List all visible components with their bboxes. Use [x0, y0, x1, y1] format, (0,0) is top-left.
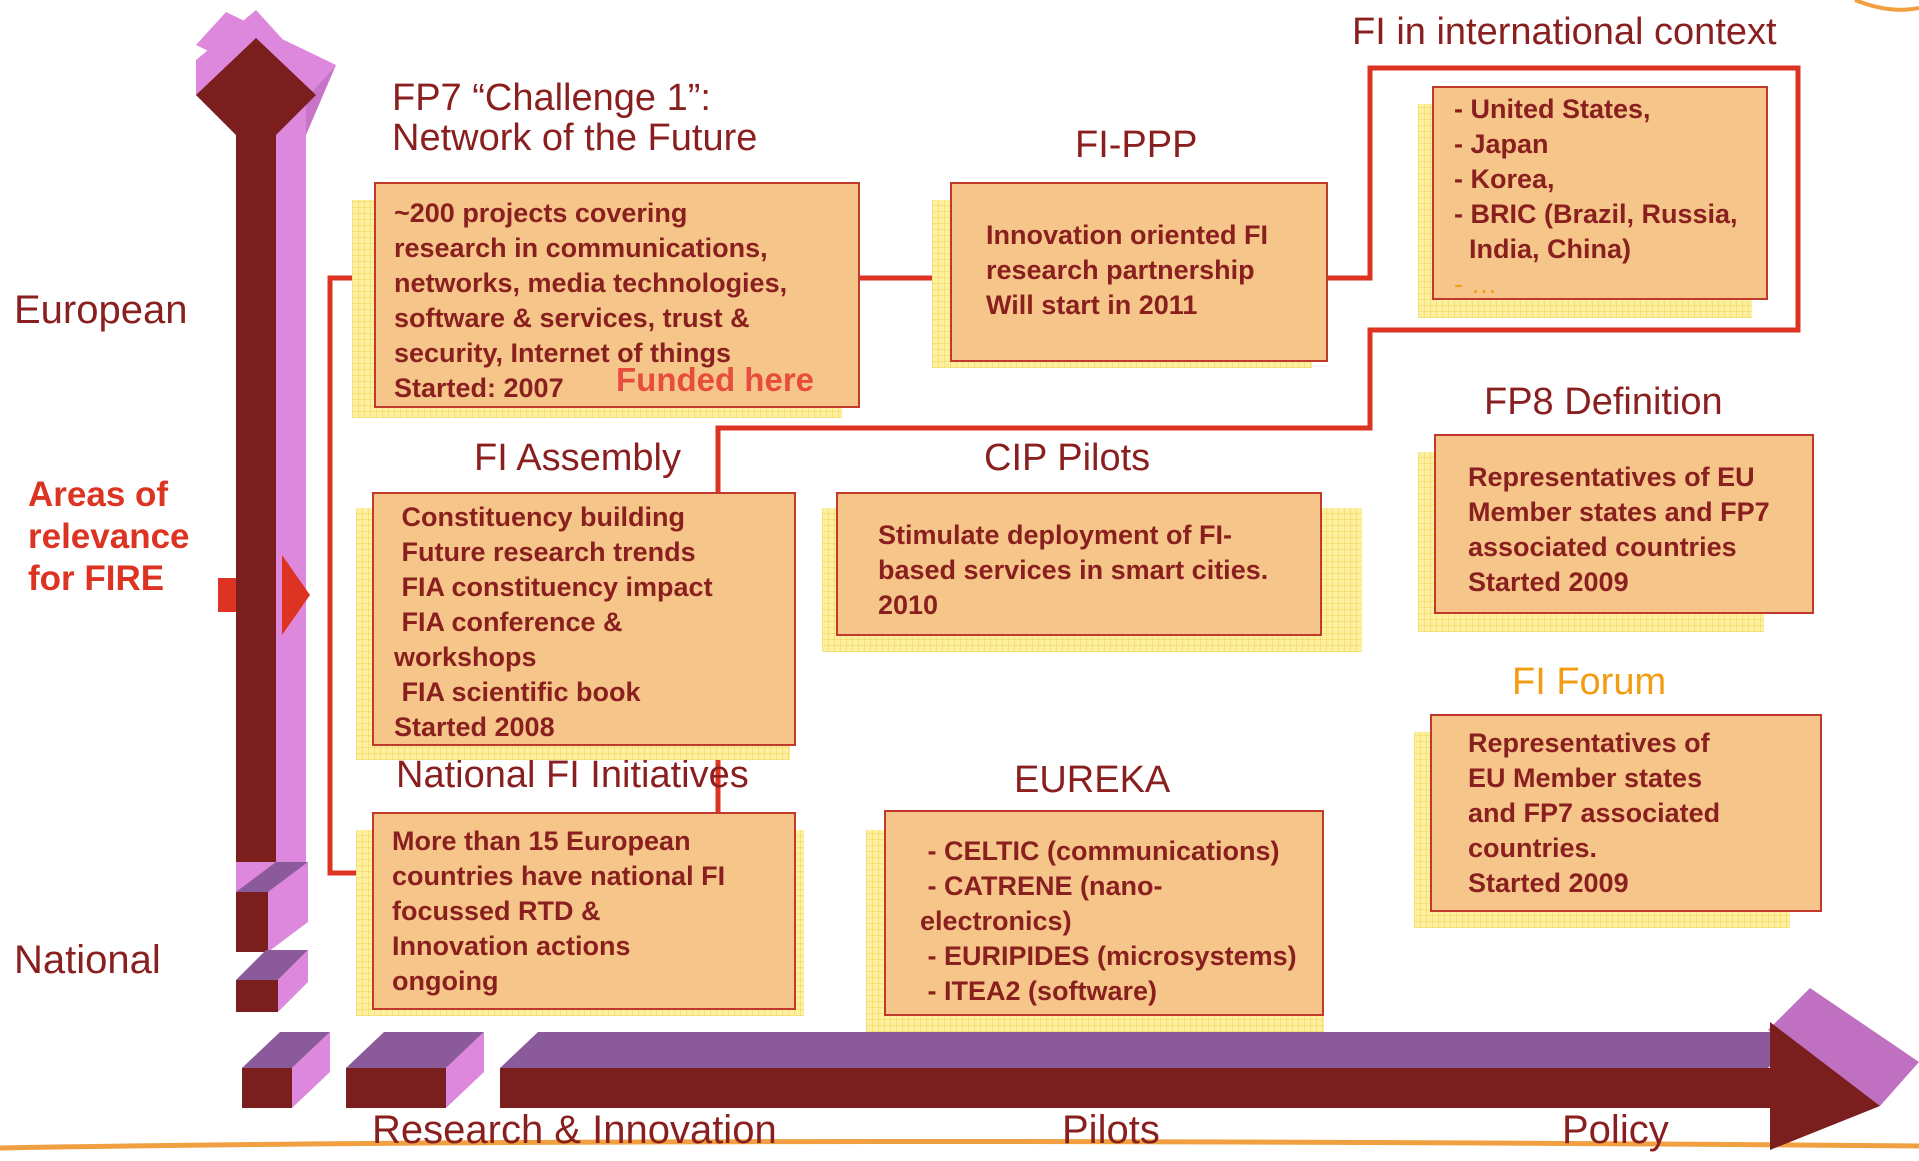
national-line: Innovation actions — [392, 931, 631, 961]
eureka-box: - CELTIC (communications) - CATRENE (nan… — [884, 810, 1324, 1016]
eureka-line: - ITEA2 (software) — [920, 976, 1158, 1006]
heading-fp7: FP7 “Challenge 1”: Network of the Future — [392, 78, 757, 158]
cip-line: 2010 — [878, 590, 939, 620]
heading-fp7-line1: FP7 “Challenge 1”: — [392, 77, 711, 119]
axis-label-policy: Policy — [1562, 1108, 1669, 1152]
eureka-line: - CATRENE (nano- — [920, 871, 1163, 901]
focus-label-line: relevance — [28, 517, 190, 556]
fp7-line: Started: 2007 — [394, 373, 564, 403]
fp8-line: Member states and FP7 — [1468, 497, 1770, 527]
assembly-line: Future research trends — [394, 537, 696, 567]
axis-label-national: National — [14, 938, 161, 982]
national-line: ongoing — [392, 966, 499, 996]
heading-fippp: FI-PPP — [1075, 124, 1198, 166]
eureka-line: - CELTIC (communications) — [920, 836, 1280, 866]
heading-forum: FI Forum — [1512, 661, 1667, 703]
horizontal-axis-arrow — [242, 988, 1919, 1150]
fp8-box: Representatives of EU Member states and … — [1434, 434, 1814, 614]
assembly-line: Constituency building — [394, 502, 686, 532]
focus-label: Areas of relevance for FIRE — [28, 474, 190, 600]
forum-line: countries. — [1468, 833, 1598, 863]
heading-fp8: FP8 Definition — [1484, 381, 1723, 423]
intl-line: - United States, — [1454, 94, 1651, 124]
forum-box: Representatives of EU Member states and … — [1430, 714, 1822, 912]
axis-label-pilots: Pilots — [1062, 1108, 1160, 1152]
national-box: More than 15 European countries have nat… — [372, 812, 796, 1010]
heading-eureka: EUREKA — [1014, 759, 1171, 801]
focus-label-line: for FIRE — [28, 559, 165, 598]
eureka-line: electronics) — [920, 906, 1072, 936]
vertical-axis-arrow — [196, 10, 336, 935]
assembly-box: Constituency building Future research tr… — [372, 492, 796, 746]
intl-line: - Korea, — [1454, 164, 1555, 194]
fp8-line: Representatives of EU — [1468, 462, 1755, 492]
fippp-line: Will start in 2011 — [986, 290, 1198, 320]
eureka-line: - EURIPIDES (microsystems) — [920, 941, 1297, 971]
national-line: More than 15 European — [392, 826, 691, 856]
assembly-line: FIA constituency impact — [394, 572, 713, 602]
heading-intl: FI in international context — [1352, 11, 1777, 53]
heading-national: National FI Initiatives — [396, 754, 749, 796]
heading-cip: CIP Pilots — [984, 437, 1151, 479]
vertical-blocks — [236, 862, 308, 1012]
fp8-line: Started 2009 — [1468, 567, 1629, 597]
fp7-line: security, Internet of things — [394, 338, 732, 368]
intl-line: - Japan — [1454, 129, 1549, 159]
fippp-line: Innovation oriented FI — [986, 220, 1268, 250]
fp7-line: software & services, trust & — [394, 303, 750, 333]
intl-line: - … — [1454, 269, 1498, 299]
assembly-line: FIA scientific book — [394, 677, 641, 707]
forum-line: and FP7 associated — [1468, 798, 1721, 828]
intl-line: - BRIC (Brazil, Russia, — [1454, 199, 1738, 229]
fp7-line: networks, media technologies, — [394, 268, 788, 298]
national-line: focussed RTD & — [392, 896, 601, 926]
fp7-line: ~200 projects covering — [394, 198, 688, 228]
forum-line: Representatives of — [1468, 728, 1710, 758]
intl-line: India, China) — [1454, 234, 1632, 264]
assembly-line: FIA conference & — [394, 607, 623, 637]
assembly-line: workshops — [394, 642, 537, 672]
axis-label-european: European — [14, 288, 188, 332]
focus-label-line: Areas of — [28, 475, 169, 514]
cip-box: Stimulate deployment of FI- based servic… — [836, 492, 1322, 636]
focus-pointer — [218, 555, 310, 635]
bottom-decor-line — [0, 1138, 1919, 1151]
fippp-line: research partnership — [986, 255, 1255, 285]
forum-line: EU Member states — [1468, 763, 1703, 793]
fp8-line: associated countries — [1468, 532, 1737, 562]
fp7-box: ~200 projects covering research in commu… — [374, 182, 860, 408]
heading-assembly: FI Assembly — [474, 437, 681, 479]
forum-line: Started 2009 — [1468, 868, 1629, 898]
cip-line: based services in smart cities. — [878, 555, 1269, 585]
fippp-box: Innovation oriented FI research partners… — [950, 182, 1328, 362]
funded-here-label: Funded here — [616, 361, 815, 398]
assembly-line: Started 2008 — [394, 712, 555, 742]
cip-line: Stimulate deployment of FI- — [878, 520, 1233, 550]
top-right-decor — [1854, 0, 1919, 12]
intl-box: - United States, - Japan - Korea, - BRIC… — [1432, 86, 1768, 300]
national-line: countries have national FI — [392, 861, 726, 891]
heading-fp7-line2: Network of the Future — [392, 117, 758, 159]
axis-label-research: Research & Innovation — [372, 1108, 777, 1152]
fp7-line: research in communications, — [394, 233, 768, 263]
